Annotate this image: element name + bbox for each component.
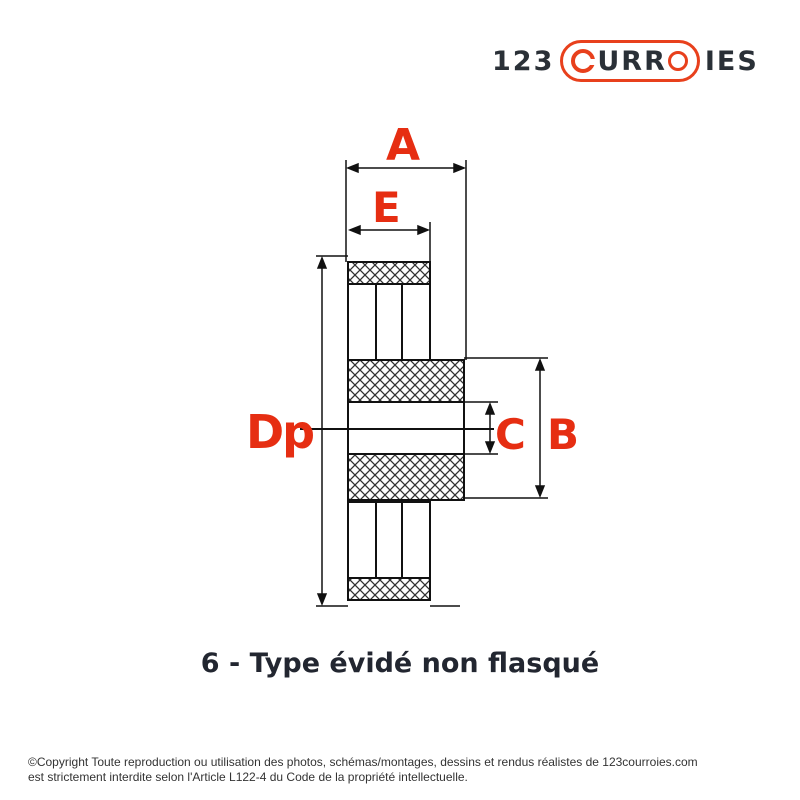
upper-web-left-inner [375,283,403,361]
logo-tail: IES [704,45,759,77]
logo-o-ring-icon [667,51,688,71]
logo-pill: URR [560,40,700,82]
logo-number: 123 [492,45,555,77]
pulley-body [300,261,494,601]
lower-web-left-inner [375,501,403,579]
lower-web-left [347,501,377,579]
upper-web-left [347,283,377,361]
dimension-lines [316,160,548,607]
lower-web-right [401,501,431,579]
label-Dp: Dp [246,405,313,459]
copyright-line-2: est strictement interdite selon l'Articl… [28,770,468,784]
hub-upper [347,359,465,403]
label-B: B [547,410,579,459]
brand-logo: 123 URR IES [492,38,772,84]
pulley-diagram: A E Dp C B [246,120,579,607]
copyright-line-1: ©Copyright Toute reproduction ou utilisa… [28,755,698,769]
logo-c-ring-icon [571,49,597,73]
dimension-labels: A E Dp C B [246,120,579,459]
top-rim [347,261,431,285]
label-A: A [386,120,420,171]
label-E: E [372,183,401,232]
hub-lower [347,453,465,501]
figure-caption: 6 - Type évidé non flasqué [200,648,600,679]
label-C: C [495,410,526,459]
logo-pill-text: URR [597,45,667,77]
copyright-notice: ©Copyright Toute reproduction ou utilisa… [28,755,788,785]
bottom-rim [347,577,431,601]
upper-web-right [401,283,431,361]
